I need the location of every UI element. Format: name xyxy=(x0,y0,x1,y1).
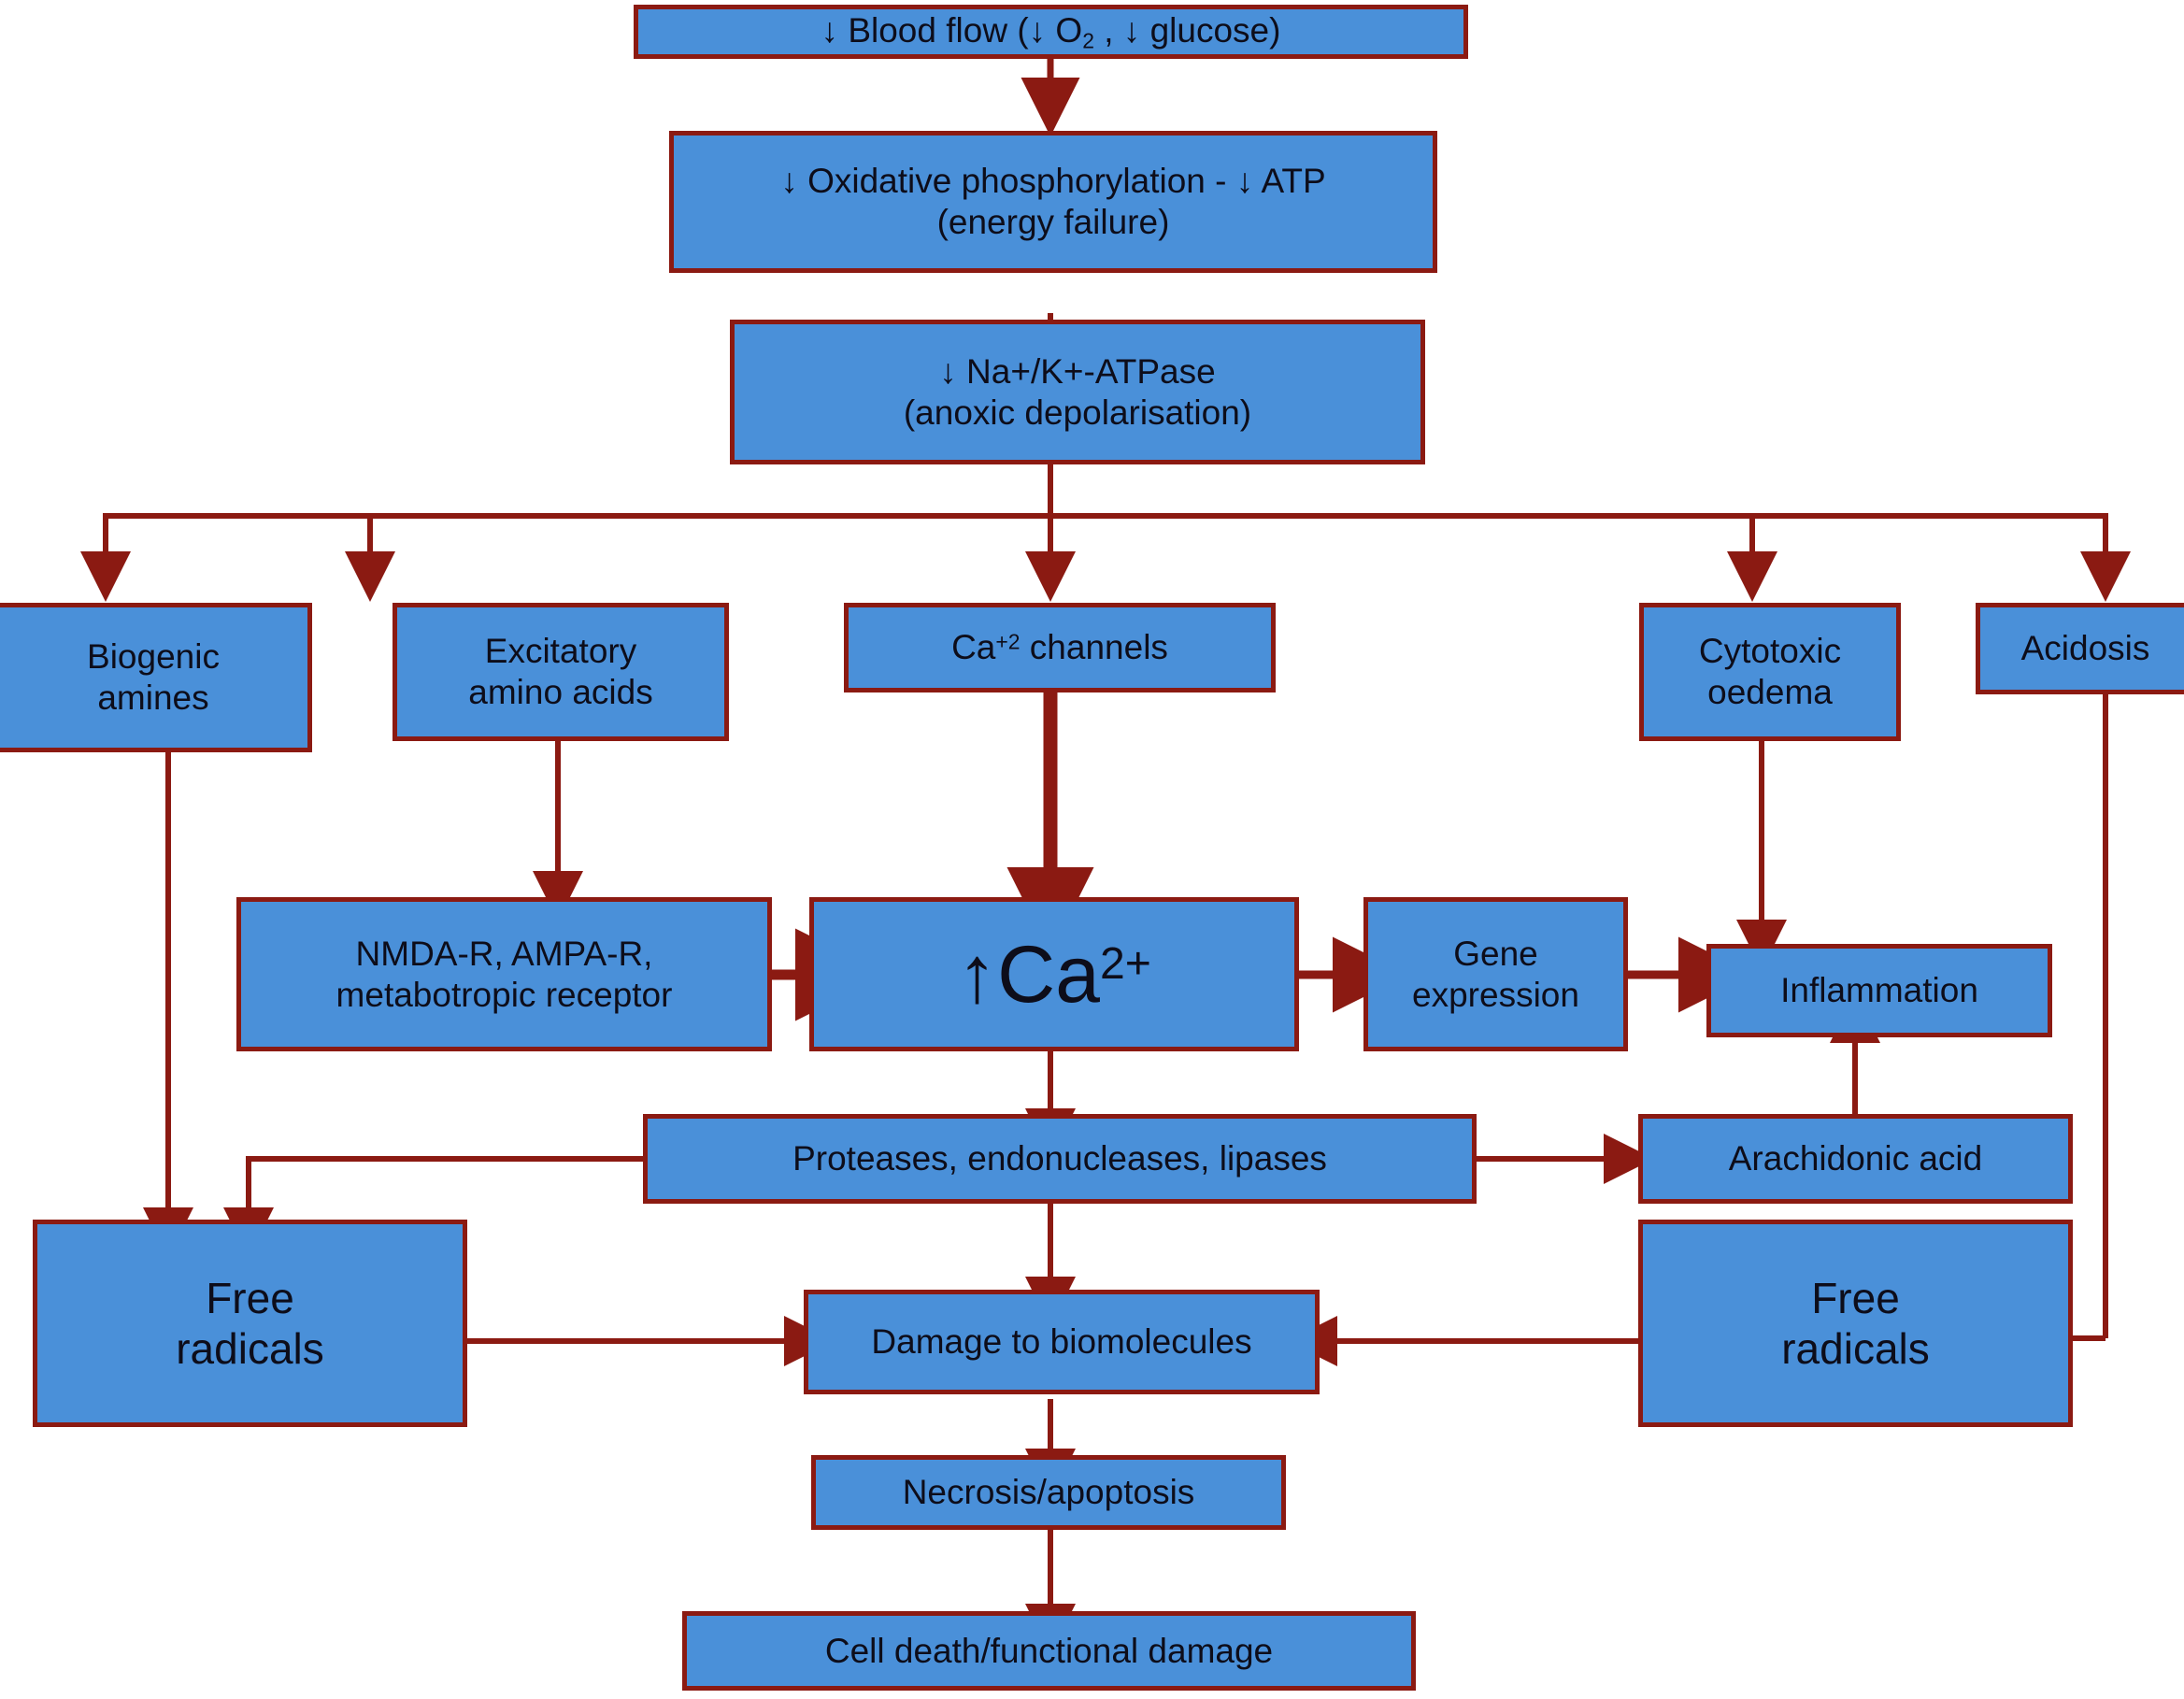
node-excitatory-amino-acids[interactable]: Excitatory amino acids xyxy=(393,603,729,741)
node-acidosis[interactable]: Acidosis xyxy=(1976,603,2184,694)
node-necrosis-apoptosis-label: Necrosis/apoptosis xyxy=(902,1473,1195,1512)
node-oxidative-phosphorylation-label: ↓ Oxidative phosphorylation - ↓ ATP (ene… xyxy=(780,162,1326,241)
node-ca-channels-label: Ca+2 channels xyxy=(951,628,1168,667)
node-free-radicals-left[interactable]: Free radicals xyxy=(33,1220,467,1427)
node-ca-channels[interactable]: Ca+2 channels xyxy=(844,603,1276,692)
node-calcium-rise[interactable]: ↑Ca2+ xyxy=(809,897,1299,1051)
node-enzymes[interactable]: Proteases, endonucleases, lipases xyxy=(643,1114,1477,1204)
node-biogenic-amines[interactable]: Biogenic amines xyxy=(0,603,312,752)
node-excitatory-amino-acids-label: Excitatory amino acids xyxy=(468,632,653,711)
node-necrosis-apoptosis[interactable]: Necrosis/apoptosis xyxy=(811,1455,1286,1530)
node-cell-death[interactable]: Cell death/functional damage xyxy=(682,1611,1416,1691)
node-arachidonic-acid[interactable]: Arachidonic acid xyxy=(1638,1114,2073,1204)
node-inflammation-label: Inflammation xyxy=(1780,971,1978,1010)
node-gene-expression-label: Gene expression xyxy=(1412,934,1579,1014)
node-acidosis-label: Acidosis xyxy=(2020,629,2150,668)
node-blood-flow-label: ↓ Blood flow (↓ O2 , ↓ glucose) xyxy=(821,10,1281,53)
node-gene-expression[interactable]: Gene expression xyxy=(1363,897,1628,1051)
node-receptors[interactable]: NMDA-R, AMPA-R, metabotropic receptor xyxy=(236,897,772,1051)
node-damage-to-biomolecules-label: Damage to biomolecules xyxy=(871,1322,1252,1362)
node-free-radicals-left-label: Free radicals xyxy=(176,1273,324,1373)
node-calcium-rise-label: ↑Ca2+ xyxy=(957,929,1151,1020)
node-na-k-atpase-label: ↓ Na+/K+-ATPase (anoxic depolarisation) xyxy=(903,351,1252,432)
node-cytotoxic-oedema[interactable]: Cytotoxic oedema xyxy=(1639,603,1901,741)
node-na-k-atpase[interactable]: ↓ Na+/K+-ATPase (anoxic depolarisation) xyxy=(730,320,1425,464)
node-free-radicals-right-label: Free radicals xyxy=(1781,1273,1930,1373)
node-free-radicals-right[interactable]: Free radicals xyxy=(1638,1220,2073,1427)
node-cytotoxic-oedema-label: Cytotoxic oedema xyxy=(1698,632,1842,711)
node-biogenic-amines-label: Biogenic amines xyxy=(87,637,220,717)
node-damage-to-biomolecules[interactable]: Damage to biomolecules xyxy=(804,1290,1320,1394)
node-cell-death-label: Cell death/functional damage xyxy=(824,1631,1274,1670)
node-receptors-label: NMDA-R, AMPA-R, metabotropic receptor xyxy=(335,934,673,1014)
node-enzymes-label: Proteases, endonucleases, lipases xyxy=(792,1139,1327,1178)
node-arachidonic-acid-label: Arachidonic acid xyxy=(1728,1139,1983,1178)
node-inflammation[interactable]: Inflammation xyxy=(1706,944,2052,1037)
node-blood-flow[interactable]: ↓ Blood flow (↓ O2 , ↓ glucose) xyxy=(634,5,1468,59)
node-oxidative-phosphorylation[interactable]: ↓ Oxidative phosphorylation - ↓ ATP (ene… xyxy=(669,131,1437,273)
